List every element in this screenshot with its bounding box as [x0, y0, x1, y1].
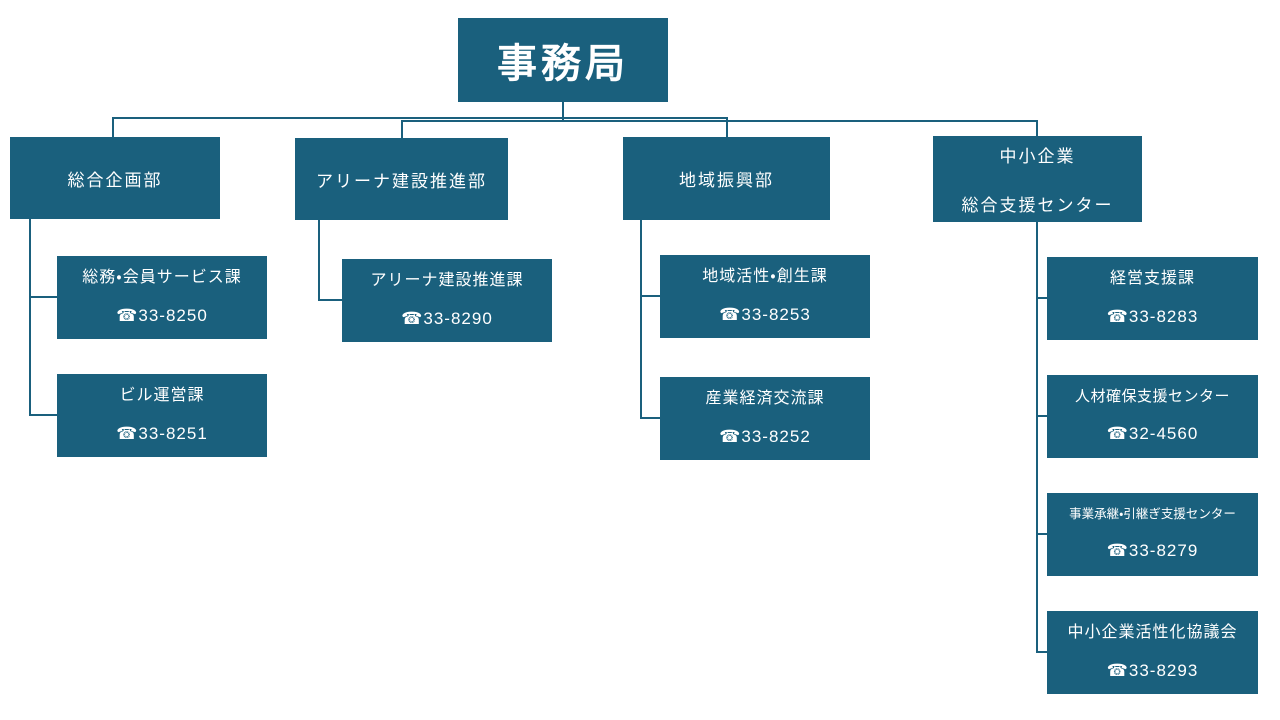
node-sme-revitalization-council: 中小企業活性化協議会 ☎33-8293 — [1047, 611, 1258, 694]
node-dept-general-planning-label: 総合企画部 — [67, 170, 163, 190]
node-industrial-economic-exchange-phone: ☎33-8252 — [719, 426, 811, 446]
node-hr-securing-support-center-phone: ☎32-4560 — [1106, 424, 1199, 444]
node-regional-vitalization: 地域活性・創生課 ☎33-8253 — [660, 255, 870, 338]
node-building-operations: ビル運営課 ☎33-8251 — [57, 374, 267, 457]
node-dept-regional-development: 地域振興部 — [623, 137, 830, 220]
node-general-affairs-member-services: 総務・会員サービス課 ☎33-8250 — [57, 256, 267, 339]
node-dept-sme-support-center: 中小企業 総合支援センター — [933, 136, 1142, 222]
node-arena-construction-section-label: アリーナ建設推進課 — [370, 272, 524, 290]
node-general-affairs-member-services-label: 総務・会員サービス課 — [82, 269, 242, 287]
node-regional-vitalization-label: 地域活性・創生課 — [702, 268, 828, 286]
node-sme-revitalization-council-phone: ☎33-8293 — [1106, 660, 1199, 680]
node-general-affairs-member-services-phone: ☎33-8250 — [116, 305, 208, 325]
node-business-succession-support-center-phone: ☎33-8279 — [1106, 541, 1199, 561]
node-hr-securing-support-center: 人材確保支援センター ☎32-4560 — [1047, 375, 1258, 458]
node-arena-construction-section-phone: ☎33-8290 — [401, 308, 493, 328]
node-regional-vitalization-phone: ☎33-8253 — [719, 304, 811, 324]
node-dept-general-planning: 総合企画部 — [10, 137, 220, 219]
node-secretariat-label: 事務局 — [497, 42, 629, 86]
node-industrial-economic-exchange: 産業経済交流課 ☎33-8252 — [660, 377, 870, 460]
node-business-succession-support-center-label: 事業承継・引継ぎ支援センター — [1069, 507, 1236, 522]
node-dept-arena-promotion: アリーナ建設推進部 — [295, 138, 508, 220]
node-business-succession-support-center: 事業承継・引継ぎ支援センター ☎33-8279 — [1047, 493, 1258, 576]
node-management-support-label: 経営支援課 — [1109, 270, 1195, 288]
node-building-operations-label: ビル運営課 — [119, 387, 205, 405]
node-secretariat: 事務局 — [458, 18, 668, 102]
node-dept-sme-support-center-label-1: 中小企業 — [999, 147, 1076, 166]
node-arena-construction-section: アリーナ建設推進課 ☎33-8290 — [342, 259, 552, 342]
node-sme-revitalization-council-label: 中小企業活性化協議会 — [1067, 624, 1238, 642]
node-dept-arena-promotion-label: アリーナ建設推進部 — [316, 171, 487, 191]
node-industrial-economic-exchange-label: 産業経済交流課 — [705, 390, 825, 408]
node-dept-regional-development-label: 地域振興部 — [679, 171, 774, 190]
node-management-support: 経営支援課 ☎33-8283 — [1047, 257, 1258, 340]
node-building-operations-phone: ☎33-8251 — [116, 423, 208, 443]
node-management-support-phone: ☎33-8283 — [1106, 306, 1199, 326]
node-hr-securing-support-center-label: 人材確保支援センター — [1074, 387, 1230, 405]
node-dept-sme-support-center-label-2: 総合支援センター — [961, 196, 1114, 215]
